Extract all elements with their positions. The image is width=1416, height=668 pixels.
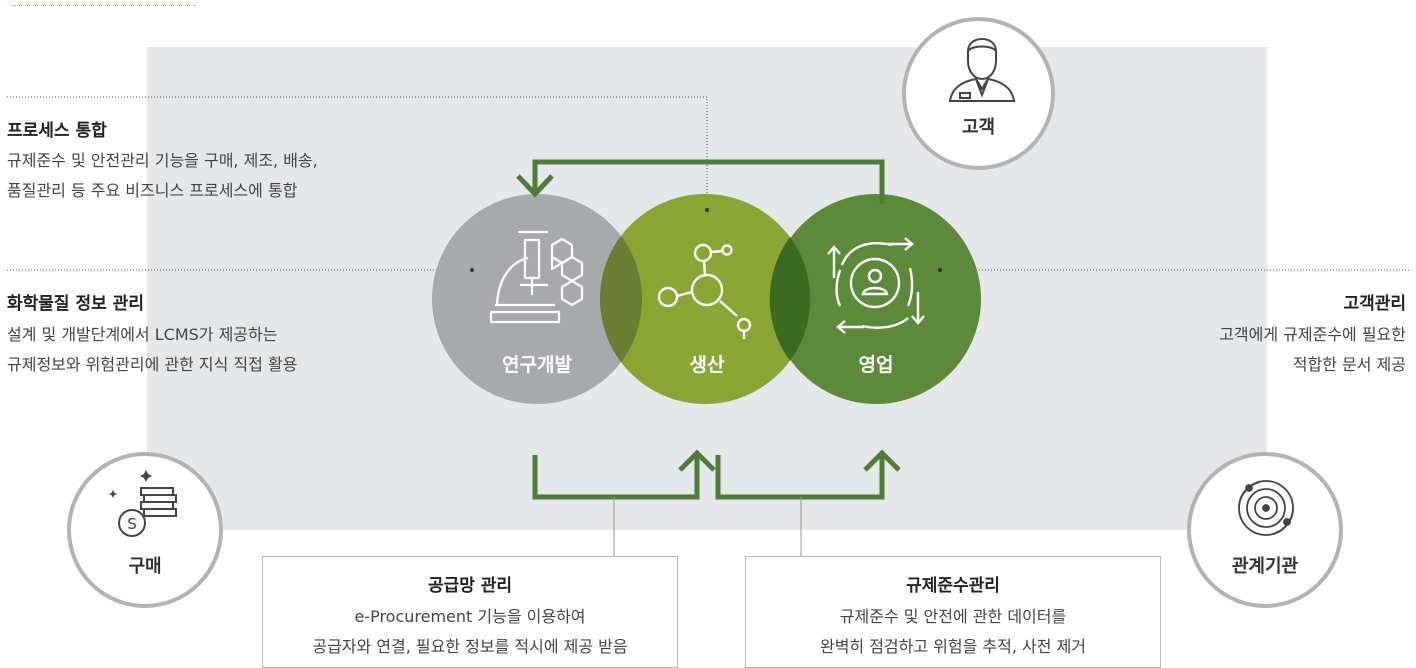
process-integration-desc: 규제준수 및 안전관리 기능을 구매, 제조, 배송, 품질관리 등 주요 비즈… [7,146,318,206]
circle-label-sales: 영업 [858,354,894,376]
ring-label-customer: 고객 [961,117,996,138]
orbit-icon [1238,480,1294,536]
supply-chain-line2: 공급자와 연결, 필요한 정보를 적시에 제공 받음 [312,637,628,656]
supply-chain-line1: e-Procurement 기능을 이용하여 [354,607,586,626]
compliance-line1: 규제준수 및 안전에 관한 데이터를 [839,607,1067,626]
top-decoration-line [12,5,196,6]
arrow-feedback-top [532,159,885,204]
ring-purchase: S 구매 [67,452,223,608]
leader-dot-process [705,208,709,212]
ring-agency: 관계기관 [1187,452,1343,608]
circle-sales [771,194,981,404]
svg-text:S: S [127,515,137,533]
circle-rnd [432,194,642,404]
customer-icon [948,38,1016,102]
process-integration-line1: 규제준수 및 안전관리 기능을 구매, 제조, 배송, [7,151,318,170]
arrow-head-up-left [678,449,716,472]
leader-dot-chemical [470,268,474,272]
customer-mgmt-line2: 적합한 문서 제공 [1292,355,1406,374]
leader-line-process [7,96,708,210]
circle-label-rnd: 연구개발 [502,354,572,376]
supply-chain-title: 공급망 관리 [427,576,513,596]
process-integration-line2: 품질관리 등 주요 비즈니스 프로세스에 통합 [7,181,298,200]
customer-mgmt-desc: 고객에게 규제준수에 필요한 적합한 문서 제공 [1219,320,1406,380]
supply-chain-box: 공급망 관리 e-Procurement 기능을 이용하여 공급자와 연결, 필… [262,556,678,668]
arrow-head-down [516,174,554,198]
chemical-info-title: 화학물질 정보 관리 [7,294,144,314]
chemical-info-line1: 설계 및 개발단계에서 LCMS가 제공하는 [7,325,278,344]
coins-icon: S [108,470,177,537]
overlap-production-sales [769,237,811,361]
ring-customer: 고객 [902,17,1055,170]
chemical-info-line2: 규제정보와 위험관리에 관한 지식 직접 활용 [7,355,298,374]
microscope-icon [489,230,584,324]
ring-label-purchase: 구매 [128,556,162,577]
circle-production [600,194,810,404]
circle-label-production: 생산 [689,354,725,376]
leader-dot-customer [938,268,942,272]
arrow-bottom-right [715,453,885,500]
ring-label-agency: 관계기관 [1231,556,1299,577]
compliance-title: 규제준수관리 [906,576,1000,596]
customer-mgmt-line1: 고객에게 규제준수에 필요한 [1219,325,1406,344]
arrow-head-up-right [863,449,901,472]
arrow-bottom-left [532,453,700,500]
process-integration-title: 프로세스 통합 [7,121,107,141]
compliance-line2: 완벽히 점검하고 위험을 추적, 사전 제거 [819,637,1087,656]
compliance-box: 규제준수관리 규제준수 및 안전에 관한 데이터를 완벽히 점검하고 위험을 추… [745,556,1161,668]
molecule-icon [657,243,752,339]
user-cycle-icon [827,237,925,334]
overlap-lens-left [600,236,643,362]
customer-mgmt-title: 고객관리 [1343,294,1406,314]
chemical-info-desc: 설계 및 개발단계에서 LCMS가 제공하는 규제정보와 위험관리에 관한 지식… [7,320,297,380]
